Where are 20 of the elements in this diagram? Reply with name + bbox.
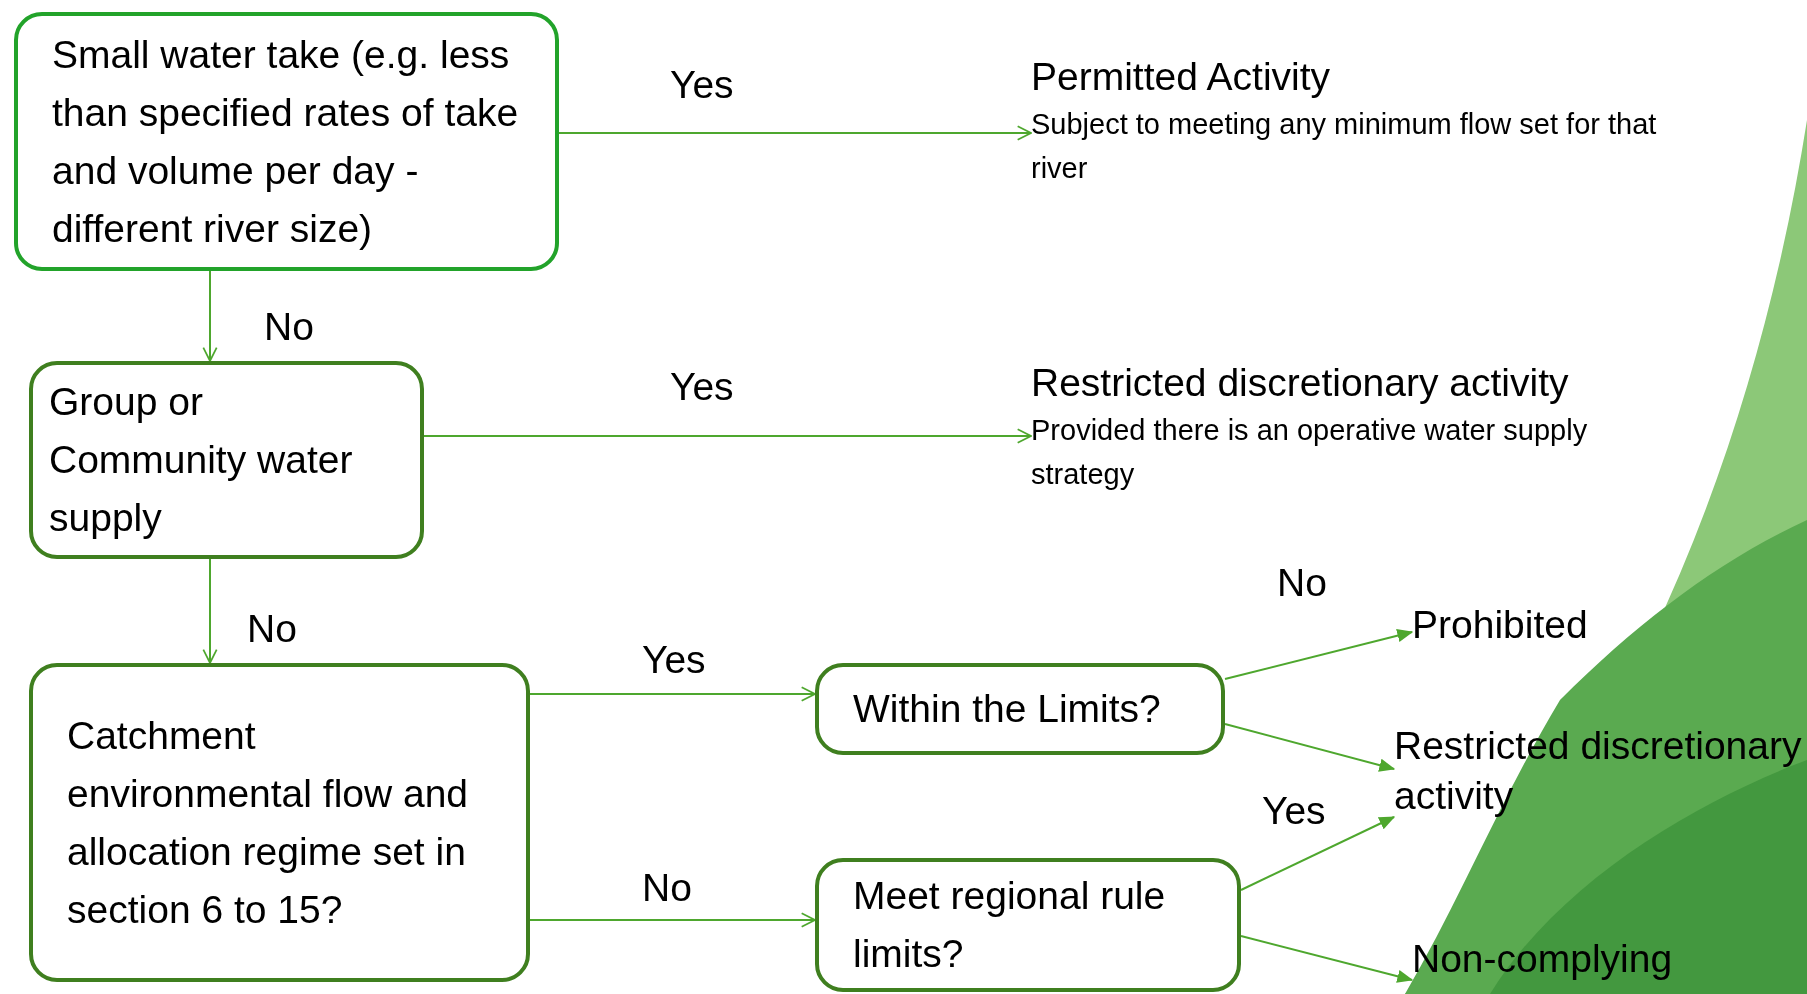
arrow [202, 558, 218, 664]
arrow [1240, 935, 1414, 983]
decision-box: Meet regional rule limits? [815, 858, 1241, 992]
outcome-text: Prohibited [1412, 600, 1588, 650]
arrow [529, 686, 816, 702]
condition-note: Subject to meeting any minimum flow set for that river [1031, 107, 1658, 186]
arrow [1224, 629, 1414, 680]
arrow [202, 270, 218, 362]
arrow [529, 912, 816, 928]
decision-box: Catchment environmental flow and allocation regime set in section 6 to 15? [29, 663, 530, 982]
process-box: Small water take (e.g. less than specified rates of take and volume per day - different river size) [14, 12, 559, 271]
outcome-text: Restricted discretionary activity [1031, 360, 1570, 406]
arrow [558, 125, 1032, 141]
arrow [1240, 816, 1396, 891]
decision-box: Within the Limits? [815, 663, 1225, 755]
process-box: Group or Community water supply [29, 361, 424, 559]
condition-note: Provided there is an operative water supply strategy [1031, 413, 1589, 492]
outcome-text: Permitted Activity [1031, 54, 1332, 100]
arrow [1224, 723, 1396, 772]
arrow [423, 428, 1032, 444]
